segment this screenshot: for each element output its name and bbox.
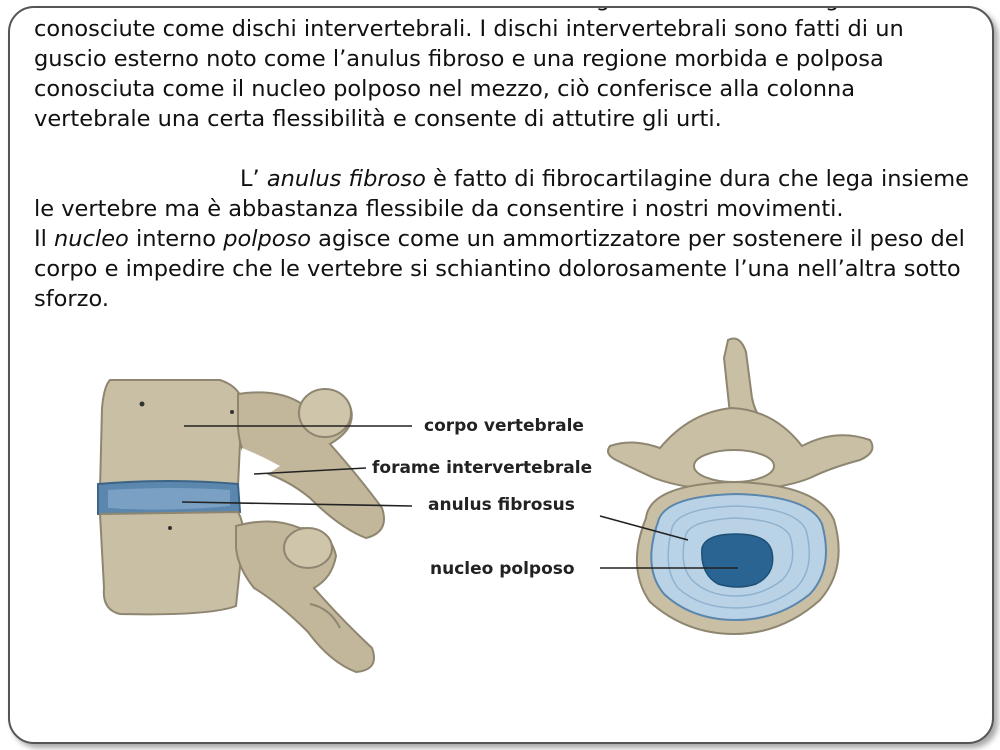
text-mid: interno [128, 226, 224, 252]
term-polposo: polposo [223, 226, 312, 252]
axial-vertebra-view [607, 337, 874, 636]
text-lead: L’ [240, 166, 267, 192]
label-anulus-fibrosus: anulus fibrosus [428, 495, 575, 515]
lateral-vertebra-view [97, 379, 385, 674]
text-rest: è fatto di fibrocartilagine dura che leg… [34, 166, 970, 222]
text-rest: agisce come un ammortizzatore per sosten… [34, 226, 965, 312]
term-nucleo: nucleo [54, 226, 129, 252]
paragraph-intervertebral-discs: Tra le vertebre della colonna vertebrale… [34, 8, 904, 132]
term-anulus-fibroso: anulus fibroso [266, 166, 426, 192]
label-leaders [181, 425, 738, 569]
label-forame-intervertebrale: forame intervertebrale [372, 458, 592, 478]
label-corpo-vertebrale: corpo vertebrale [424, 416, 584, 436]
spine-illustration: corpo vertebrale forame intervertebrale … [97, 337, 874, 674]
paragraph-anulus: L’ anulus fibroso è fatto di fibrocartil… [34, 164, 974, 224]
label-nucleo-polposo: nucleo polposo [430, 559, 575, 579]
text-lead: Il [34, 226, 55, 252]
paragraph-nucleo: Il nucleo interno polposo agisce come un… [34, 224, 974, 314]
slide-frame: Tra le vertebre della colonna vertebrale… [8, 6, 994, 744]
slide-text: Tra le vertebre della colonna vertebrale… [34, 8, 974, 338]
